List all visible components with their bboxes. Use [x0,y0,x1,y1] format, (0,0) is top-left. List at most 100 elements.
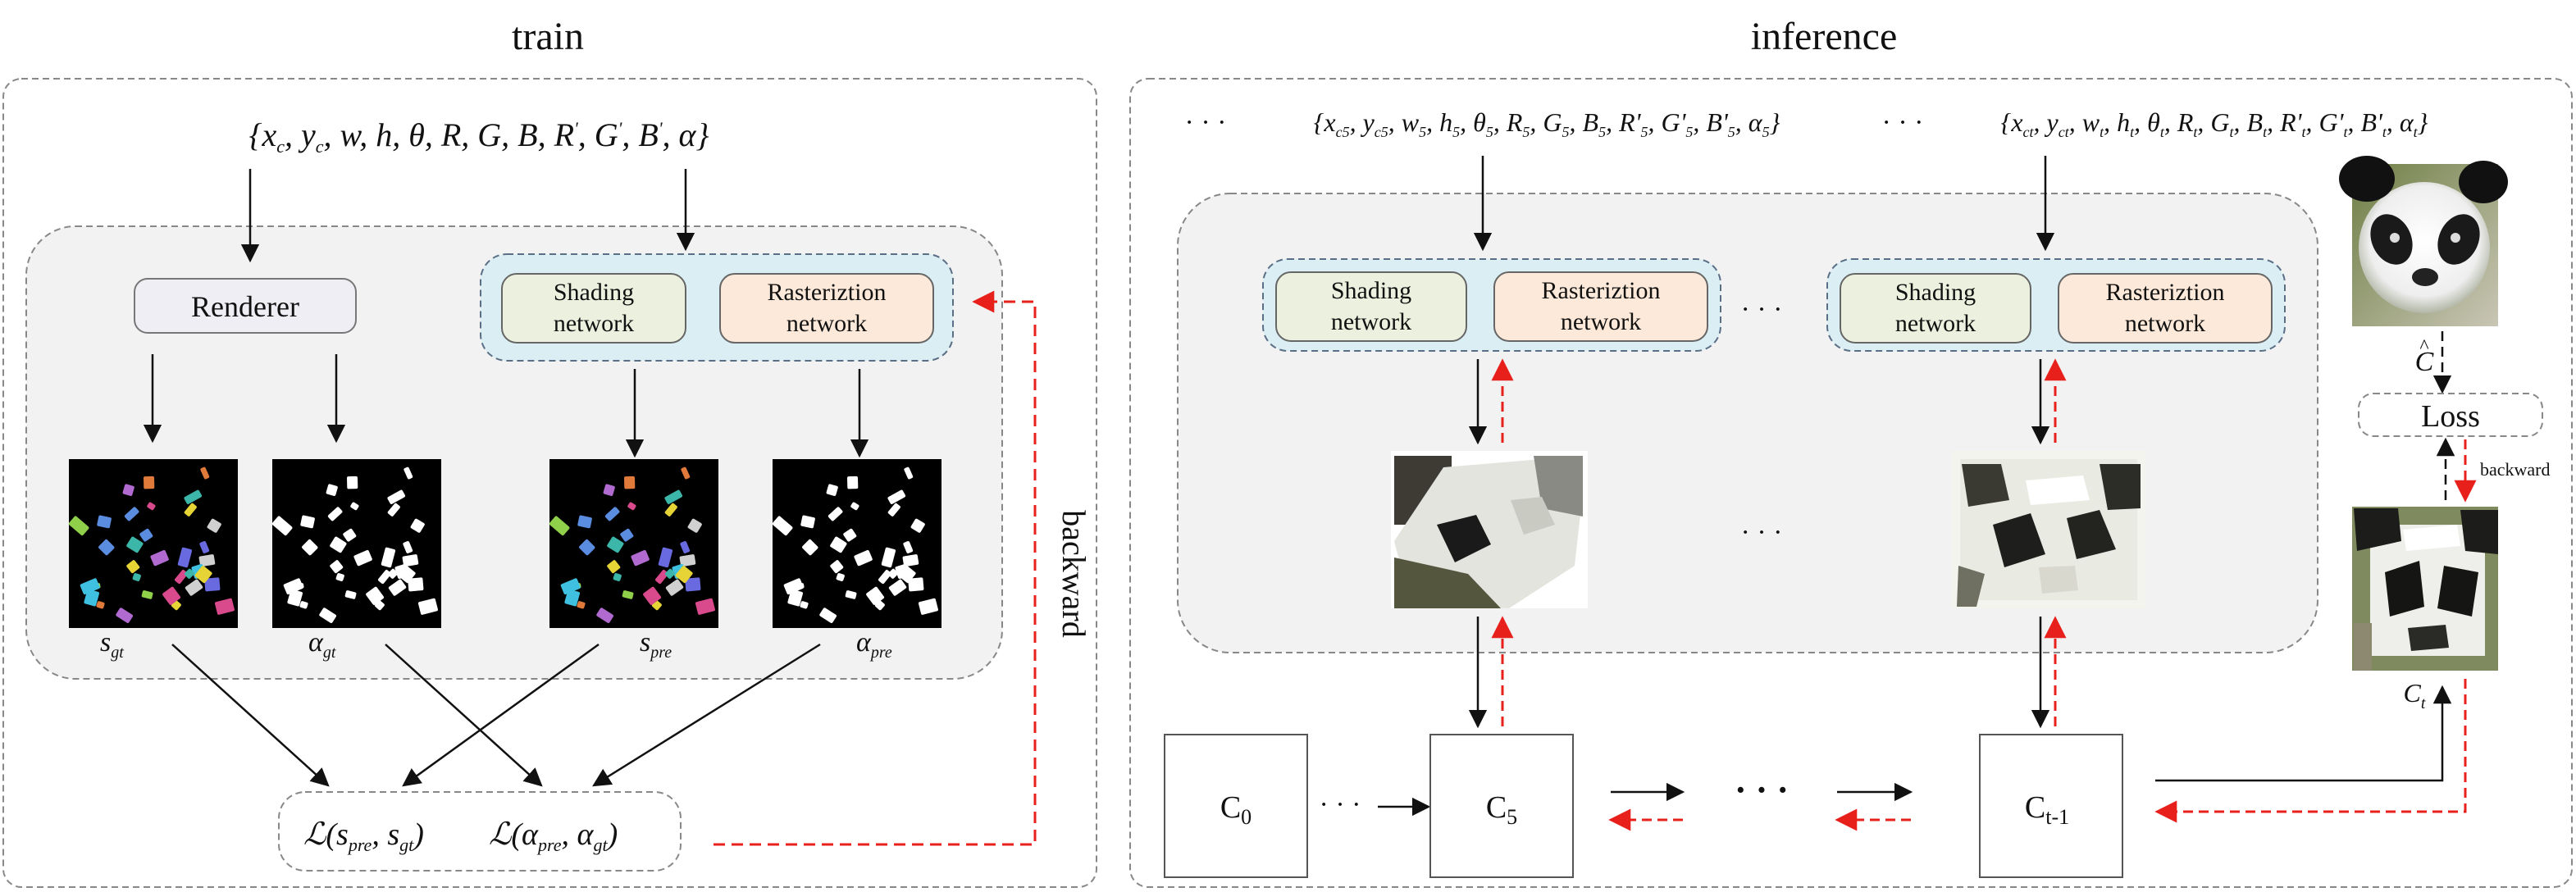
thumbnail-stroke [194,566,212,584]
params-step-t: {xct, yct, wt, ht, θt, Rt, Gt, Bt, R't, … [2001,107,2428,140]
thumbnail-stroke [687,518,702,533]
thumbnail-stroke [680,541,691,553]
thumbnail-stroke [854,549,873,567]
thumbnail-stroke [335,572,344,582]
raster-network-box[interactable] [719,273,934,344]
thumbnail-stroke [603,484,615,496]
thumbnail-stroke [783,578,804,595]
raster-network-step5[interactable] [1493,271,1708,342]
canvas-c5-label: C5 [1486,790,1517,829]
thumbnail-stroke [902,554,919,567]
thumbnail-stroke [643,586,662,605]
thumbnail-stroke [665,579,684,596]
ellipsis-c0-c5: · · · [1320,790,1361,820]
thumbnail-stroke [199,541,210,553]
thumbnail-stroke [887,568,898,579]
ellipsis-canvas-chain: · · · [1735,770,1789,810]
thumbnail-stroke [881,547,896,568]
thumbnail-stroke [577,515,592,529]
alpha-pre-label: αpre [856,627,892,662]
thumbnail-stroke [327,507,343,521]
thumbnail-stroke [97,515,112,529]
thumbnail-stroke [353,549,372,567]
thumbnail-stroke [627,502,636,511]
thumbnail-stroke [564,589,581,607]
thumbnail-stroke [830,560,844,574]
thumbnail-stroke [144,476,155,489]
train-panel: train {xc, yc, w, h, θ, R, G, B, R', G',… [2,15,1097,888]
thumbnail-stroke [681,466,691,480]
arrow-spre-to-loss [402,643,600,787]
thumbnail-stroke [664,503,677,517]
thumbnail-stroke [330,536,347,553]
thumbnail-stroke [387,503,400,517]
inference-panel: inference · · · {xc5, yc5, w5, h5, θ5, R… [1129,15,2573,888]
train-backward-label: backward [1055,510,1092,637]
s-gt-label: sgt [100,627,124,662]
thumbnail-stroke [177,547,193,568]
ellipsis-networks: · · · [1741,294,1783,325]
thumbnail-stroke [126,536,144,553]
shading-stept-label-2: network [1895,310,1976,337]
thumbnail-stroke [198,554,216,567]
thumbnail-stroke [613,572,622,582]
thumbnail-stroke [410,518,425,533]
thumbnail-stroke [96,601,105,609]
thumbnail-stroke [387,568,398,579]
thumbnail-stroke [800,515,815,529]
thumbnail-stroke [836,572,845,582]
thumbnail-stroke [381,547,396,568]
thumbnail-stroke [802,539,818,556]
thumbnail-stroke [607,536,624,553]
renderer-label: Renderer [191,290,299,323]
thumbnail-stroke [908,577,924,592]
thumbnail-stroke [579,539,595,556]
alpha-gt-image [271,459,441,628]
current-canvas-ct-label: Ct [2404,678,2426,712]
shading-network-label-1: Shading [554,279,634,306]
canvas-c5-box [1429,734,1574,878]
thumbnail-stroke [866,586,885,605]
train-loss-box [278,791,682,872]
inference-backward-label: backward [2480,459,2551,480]
s-pre-image [549,459,718,628]
alpha-gt-label: αgt [308,627,336,662]
shading-network-step5[interactable] [1275,271,1467,342]
thumbnail-stroke [184,568,194,579]
thumbnail-stroke [124,507,139,521]
train-title: train [512,15,584,58]
target-image-panda [2339,156,2508,326]
thumbnail-stroke [596,608,614,623]
thumbnail-stroke [695,598,715,615]
s-pre-label: spre [640,627,672,662]
renderer-box[interactable] [134,278,357,334]
raster-stept-label-2: network [2125,310,2205,337]
thumbnail-stroke [772,516,793,536]
thumbnail-stroke [68,516,89,536]
thumbnail-stroke [204,577,221,592]
s-gt-image [68,459,238,628]
raster-network-stept[interactable] [2058,273,2273,344]
ellipsis-middle: · · · [1882,107,1924,138]
shading-network-stept[interactable] [1840,273,2031,344]
thumbnail-stroke [139,528,153,542]
thumbnail-stroke [888,579,907,596]
thumbnail-stroke [560,578,581,595]
shading-network-box[interactable] [501,273,686,344]
thumbnail-stroke [403,541,413,553]
thumbnail-stroke [347,476,358,489]
thumbnail-stroke [344,590,357,599]
ellipsis-left: · · · [1185,107,1227,138]
thumbnail-stroke [675,566,693,584]
train-backward-path [714,290,1037,846]
thumbnail-stroke [184,489,203,504]
thumbnail-stroke [887,503,900,517]
thumbnail-stroke [685,577,701,592]
thumbnail-stroke [918,598,938,615]
thumbnail-stroke [378,570,391,585]
thumbnail-stroke [141,590,153,599]
loss-box [2358,393,2543,437]
thumbnail-stroke [200,466,210,480]
thumbnail-stroke [800,601,809,609]
